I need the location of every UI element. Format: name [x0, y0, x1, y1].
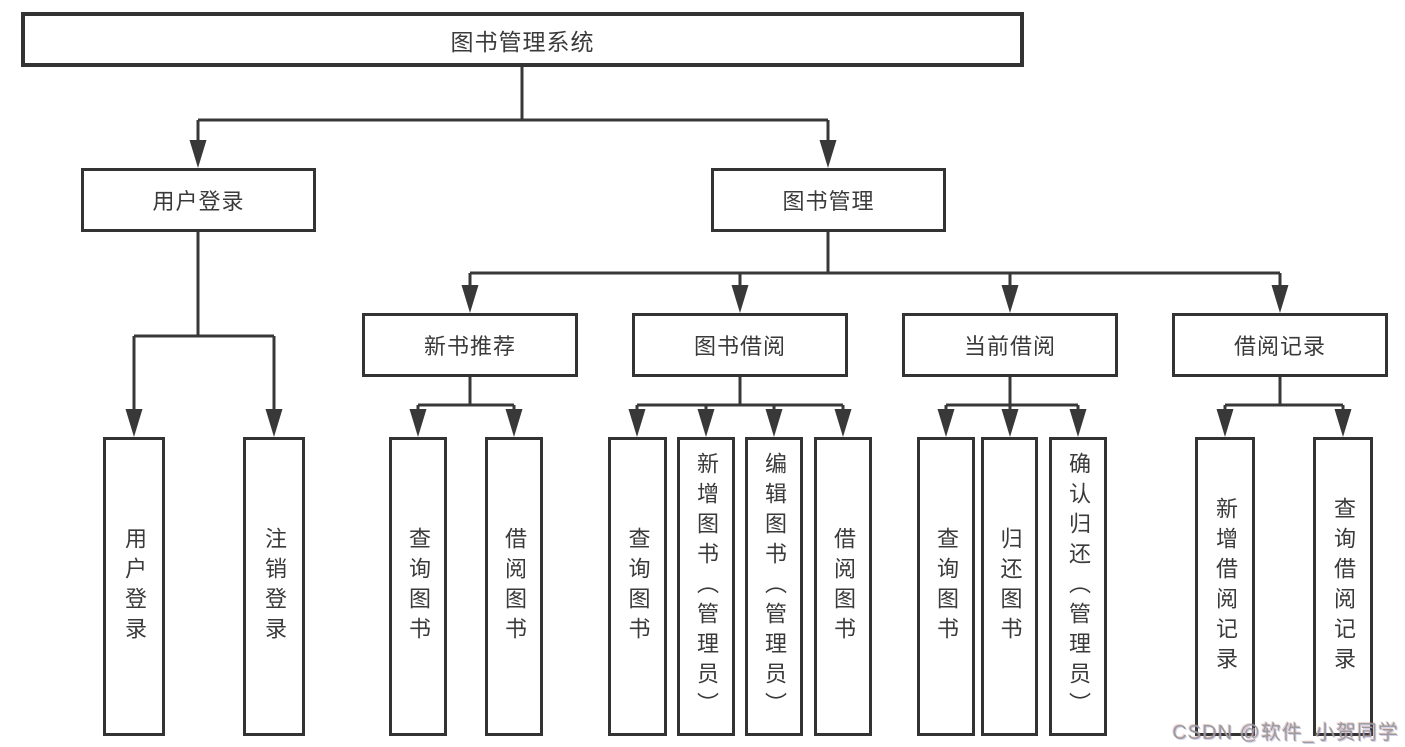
leaf-logout-label: 注销登录 — [262, 526, 287, 647]
leaf-query-books-1-label: 查询图书 — [406, 526, 431, 647]
leaf-logout: 注销登录 — [243, 437, 305, 736]
leaf-edit-books-admin: 编辑图书（管理员） — [745, 437, 803, 736]
leaf-confirm-return-admin: 确认归还（管理员） — [1049, 437, 1107, 736]
leaf-borrow-books-2-label: 借阅图书 — [831, 526, 856, 647]
leaf-user-login: 用户登录 — [103, 437, 165, 736]
leaf-return-books: 归还图书 — [981, 437, 1038, 736]
node-book-management: 图书管理 — [711, 168, 946, 232]
leaf-add-borrow-record-label: 新增借阅记录 — [1213, 496, 1238, 677]
leaf-edit-books-admin-label: 编辑图书（管理员） — [762, 451, 787, 722]
leaf-add-books-admin: 新增图书（管理员） — [677, 437, 735, 736]
leaf-borrow-books-1: 借阅图书 — [485, 437, 543, 736]
leaf-query-books-1: 查询图书 — [389, 437, 447, 736]
node-library-management-system: 图书管理系统 — [21, 12, 1024, 67]
node-new-book-recommend: 新书推荐 — [362, 313, 578, 377]
leaf-confirm-return-admin-label: 确认归还（管理员） — [1066, 451, 1091, 722]
leaf-query-books-3-label: 查询图书 — [934, 526, 959, 647]
leaf-borrow-books-1-label: 借阅图书 — [502, 526, 527, 647]
node-borrow-records: 借阅记录 — [1172, 313, 1388, 377]
leaf-query-borrow-record-label: 查询借阅记录 — [1331, 496, 1356, 677]
node-current-borrow: 当前借阅 — [902, 313, 1118, 377]
arrowheads — [125, 140, 1352, 437]
leaf-user-login-label: 用户登录 — [122, 526, 147, 647]
leaf-query-books-3: 查询图书 — [917, 437, 975, 736]
leaf-query-books-2-label: 查询图书 — [625, 526, 651, 647]
node-user-login: 用户登录 — [81, 168, 316, 232]
leaf-return-books-label: 归还图书 — [997, 526, 1023, 647]
leaf-add-borrow-record: 新增借阅记录 — [1195, 437, 1255, 736]
csdn-watermark: CSDN @软件_小贺同学 — [1172, 722, 1399, 744]
leaf-query-books-2: 查询图书 — [608, 437, 667, 736]
leaf-borrow-books-2: 借阅图书 — [814, 437, 872, 736]
leaf-query-borrow-record: 查询借阅记录 — [1313, 437, 1373, 736]
leaf-add-books-admin-label: 新增图书（管理员） — [694, 451, 719, 722]
node-book-borrow: 图书借阅 — [632, 313, 848, 377]
